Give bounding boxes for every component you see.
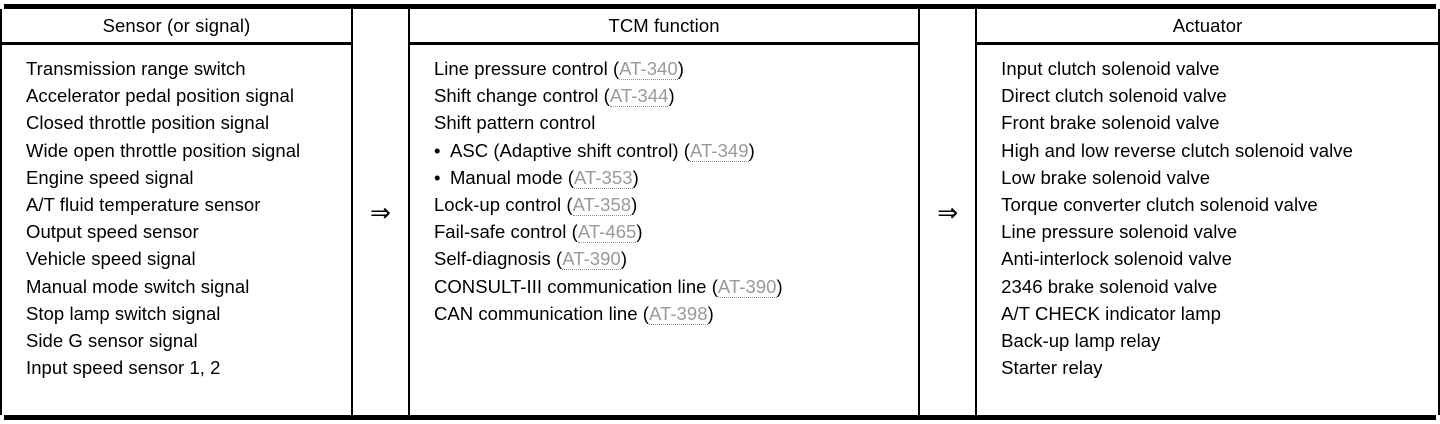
list-item-label: Line pressure control [433,58,608,79]
list-item: Accelerator pedal position signal [26,85,295,107]
column-body-tcm-function: Line pressure control (AT-340)Shift chan… [410,45,918,415]
list-item-label: Fail-safe control [433,221,567,243]
paren-open: ( [706,275,718,297]
list-item: Line pressure solenoid valve [1001,221,1238,243]
column-sensor: Sensor (or signal) Transmission range sw… [0,9,353,415]
double-arrow-right-icon: ⇒ [369,197,391,227]
flow-arrow-tcm-to-actuator: ⇒ [920,9,975,415]
cross-reference-link[interactable]: AT-353 [574,166,633,189]
list-item: Input clutch solenoid valve [1001,58,1220,79]
list-item: • Manual mode (AT-353) [434,164,918,191]
list-item: Closed throttle position signal [26,112,270,134]
paren-open: ( [678,139,690,161]
list-item-label: Shift pattern control [433,112,596,134]
paren-close: ) [677,58,684,79]
paren-close: ) [776,275,783,297]
paren-close: ) [636,221,643,243]
column-header-sensor: Sensor (or signal) [2,9,351,45]
list-item-label: Shift change control [433,85,599,107]
column-tcm-function: TCM function Line pressure control (AT-3… [407,9,921,415]
list-item: Side G sensor signal [26,330,198,352]
list-item: Shift pattern control [434,109,918,136]
list-item: Line pressure control (AT-340) [434,55,918,82]
paren-close: ) [748,139,755,161]
list-item: • ASC (Adaptive shift control) (AT-349) [434,137,918,164]
list-item: Wide open throttle position signal [26,139,301,161]
list-item: A/T CHECK indicator lamp [1001,302,1222,324]
column-header-actuator: Actuator [977,9,1438,45]
paren-open: ( [561,194,573,216]
cross-reference-link[interactable]: AT-340 [619,58,678,80]
table-top-rule [4,4,1436,9]
paren-open: ( [550,248,563,270]
cross-reference-link[interactable]: AT-390 [562,248,621,271]
paren-open: ( [566,221,578,243]
paren-open: ( [598,85,610,107]
list-item: Shift change control (AT-344) [434,82,918,109]
list-item: Anti-interlock solenoid valve [1001,248,1232,270]
paren-close: ) [668,85,675,107]
list-item: Engine speed signal [26,166,194,188]
double-arrow-right-icon: ⇒ [937,197,959,227]
list-item: Front brake solenoid valve [1001,112,1220,134]
cross-reference-link[interactable]: AT-390 [717,275,777,298]
list-item: Vehicle speed signal [26,248,196,270]
cross-reference-link[interactable]: AT-465 [577,221,637,244]
list-item: Direct clutch solenoid valve [1001,85,1227,107]
list-item: Input speed sensor 1, 2 [26,357,221,379]
cross-reference-link[interactable]: AT-344 [609,85,669,108]
list-item-label: Lock-up control [433,194,562,216]
cross-reference-link[interactable]: AT-349 [689,139,749,162]
list-item-label: CONSULT-III communication line [433,275,707,297]
list-item-label: ASC (Adaptive shift control) [449,139,679,161]
list-item: Lock-up control (AT-358) [434,191,918,218]
bullet-icon: • [433,166,441,188]
paren-open: ( [607,58,620,79]
list-item: Low brake solenoid valve [1001,166,1211,188]
cross-reference-link[interactable]: AT-358 [572,194,632,217]
list-item: CAN communication line (AT-398) [434,300,918,327]
list-item-label: CAN communication line [433,302,638,324]
paren-close: ) [632,166,639,188]
list-item: 2346 brake solenoid valve [1001,275,1218,297]
list-item: Starter relay [1001,357,1103,379]
list-item: Torque converter clutch solenoid valve [1001,194,1318,216]
list-item-label: Manual mode [449,166,563,188]
paren-close: ) [707,302,714,324]
list-item: Transmission range switch [26,58,246,79]
table-bottom-rule [4,415,1436,420]
paren-close: ) [620,248,628,270]
list-item: Self-diagnosis (AT-390) [434,245,918,272]
list-item: High and low reverse clutch solenoid val… [1001,139,1353,161]
list-item-label: Self-diagnosis [433,248,551,270]
cross-reference-link[interactable]: AT-398 [649,302,708,325]
list-item: Fail-safe control (AT-465) [434,218,918,245]
list-item: Manual mode switch signal [26,275,250,297]
paren-open: ( [637,302,649,324]
paren-close: ) [631,194,638,216]
list-item: Back-up lamp relay [1001,330,1161,352]
list-item: A/T fluid temperature sensor [26,194,261,216]
paren-open: ( [562,166,574,188]
list-item: Output speed sensor [26,221,199,243]
bullet-icon: • [433,139,441,161]
list-item: Stop lamp switch signal [26,302,221,324]
list-item: CONSULT-III communication line (AT-390) [434,273,918,300]
column-header-tcm-function: TCM function [409,9,919,45]
flow-arrow-sensor-to-tcm: ⇒ [353,9,408,415]
